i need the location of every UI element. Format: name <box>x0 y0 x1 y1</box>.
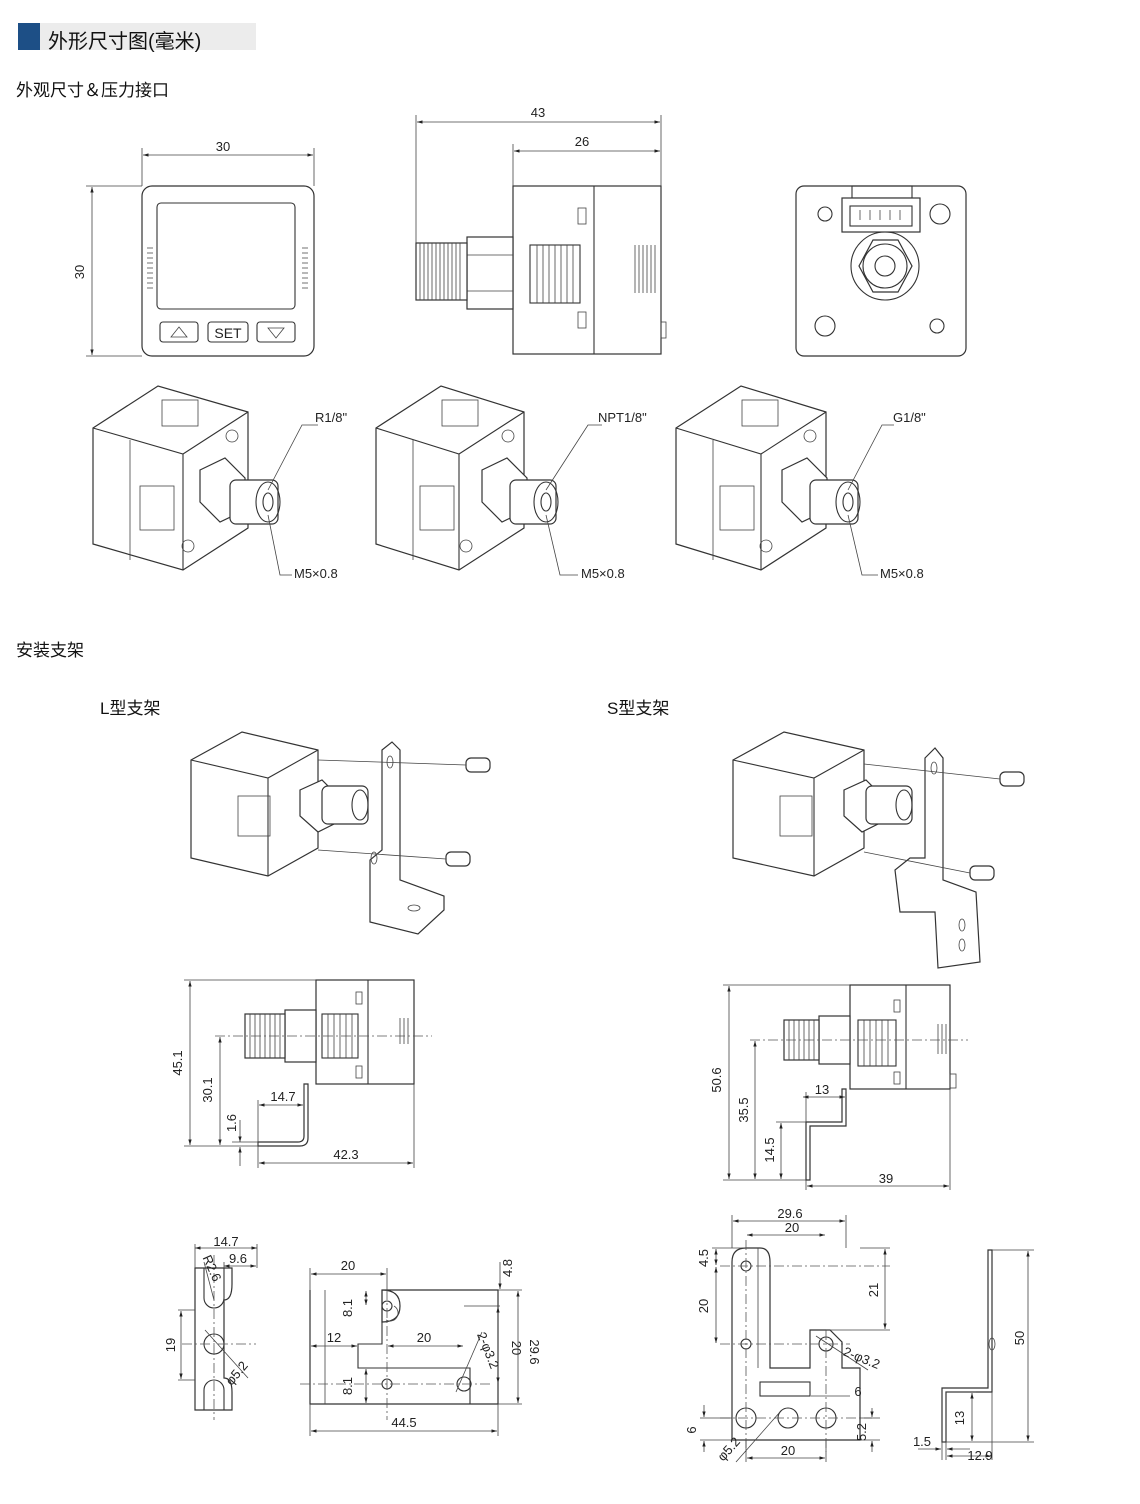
dimension-label: 42.3 <box>333 1147 358 1162</box>
front-view: SET 30 30 <box>72 139 315 357</box>
iso-view-npt18 <box>375 385 559 571</box>
section-header: 外形尺寸图(毫米) <box>18 23 256 53</box>
dimension-label: 12 <box>327 1330 341 1345</box>
dimension-label: 1.5 <box>913 1434 931 1449</box>
dimension-label: 20 <box>341 1258 355 1273</box>
dimension-label: 20 <box>785 1220 799 1235</box>
l-bracket-iso <box>190 731 491 935</box>
dimension-label: 8.1 <box>340 1299 355 1317</box>
set-button-label: SET <box>214 325 242 341</box>
dimension-label: 29.6 <box>527 1339 542 1364</box>
l-bracket-flat-view: 20 4.8 8.1 12 20 2-φ3.2 20 29.6 8.1 44.5 <box>300 1258 542 1436</box>
dimension-label: 13 <box>815 1082 829 1097</box>
dimension-label: 8.1 <box>340 1377 355 1395</box>
thread-npt18-sub: M5×0.8 <box>581 566 625 581</box>
dimension-label: 14.5 <box>762 1137 777 1162</box>
page-title: 外形尺寸图(毫米) <box>48 31 202 53</box>
dimension-label: 20 <box>781 1443 795 1458</box>
side-overall-dim: 43 <box>531 105 545 120</box>
l-bracket-label: L型支架 <box>100 699 161 718</box>
s-bracket-label: S型支架 <box>607 699 670 718</box>
s-bracket-end-view: 50 13 1.5 12.9 <box>913 1249 1034 1463</box>
dimension-label: 9.6 <box>229 1251 247 1266</box>
back-view <box>795 185 967 357</box>
dimension-label: 14.7 <box>213 1234 238 1249</box>
l-bracket-end-view: 14.7 9.6 19 R2.6 φ5.2 <box>163 1234 258 1420</box>
outline-section-label: 外观尺寸＆压力接口 <box>16 81 169 100</box>
iso-view-r18 <box>92 385 281 571</box>
dimension-label: 29.6 <box>777 1206 802 1221</box>
dimension-label: 12.9 <box>967 1448 992 1463</box>
front-height-dim: 30 <box>72 265 87 279</box>
dimension-label: 4.8 <box>500 1259 515 1277</box>
dimension-label: 20 <box>417 1330 431 1345</box>
dimension-label: 30.1 <box>200 1077 215 1102</box>
thread-r18-label: R1/8" <box>315 410 347 425</box>
dimension-label: 13 <box>952 1411 967 1425</box>
dimension-label: 4.5 <box>696 1249 711 1267</box>
dimension-label: 5.2 <box>854 1423 869 1441</box>
l-bracket-side-view: 45.1 30.1 1.6 14.7 42.3 <box>170 979 432 1168</box>
thread-g18-sub: M5×0.8 <box>880 566 924 581</box>
thread-g18-label: G1/8" <box>893 410 926 425</box>
header-marker <box>18 23 40 50</box>
dimension-label: 45.1 <box>170 1050 185 1075</box>
s-bracket-side-view: 50.6 35.5 14.5 13 39 <box>709 984 968 1190</box>
dimension-label: 1.6 <box>224 1114 239 1132</box>
thread-npt18-label: NPT1/8" <box>598 410 647 425</box>
side-view: 43 26 <box>415 105 667 355</box>
dimension-label: 6 <box>684 1426 699 1433</box>
s-bracket-flat-view: 29.6 20 4.5 20 21 2-φ3.2 6 6 φ5.2 20 5.2 <box>684 1206 890 1464</box>
dimension-label: 21 <box>866 1283 881 1297</box>
dimension-label: 6 <box>854 1384 861 1399</box>
s-bracket-iso <box>732 731 1025 969</box>
dimension-label: 20 <box>696 1299 711 1313</box>
dimension-label: 14.7 <box>270 1089 295 1104</box>
side-body-dim: 26 <box>575 134 589 149</box>
iso-view-g18 <box>675 385 861 571</box>
dimension-label: 50 <box>1012 1331 1027 1345</box>
dimension-label: 39 <box>879 1171 893 1186</box>
dimension-label: 35.5 <box>736 1097 751 1122</box>
dimension-label: 50.6 <box>709 1067 724 1092</box>
front-width-dim: 30 <box>216 139 230 154</box>
dimension-label: 44.5 <box>391 1415 416 1430</box>
mounting-section-label: 安装支架 <box>16 641 84 660</box>
dimension-label: 20 <box>509 1341 524 1355</box>
dimension-label: 19 <box>163 1338 178 1352</box>
thread-r18-sub: M5×0.8 <box>294 566 338 581</box>
